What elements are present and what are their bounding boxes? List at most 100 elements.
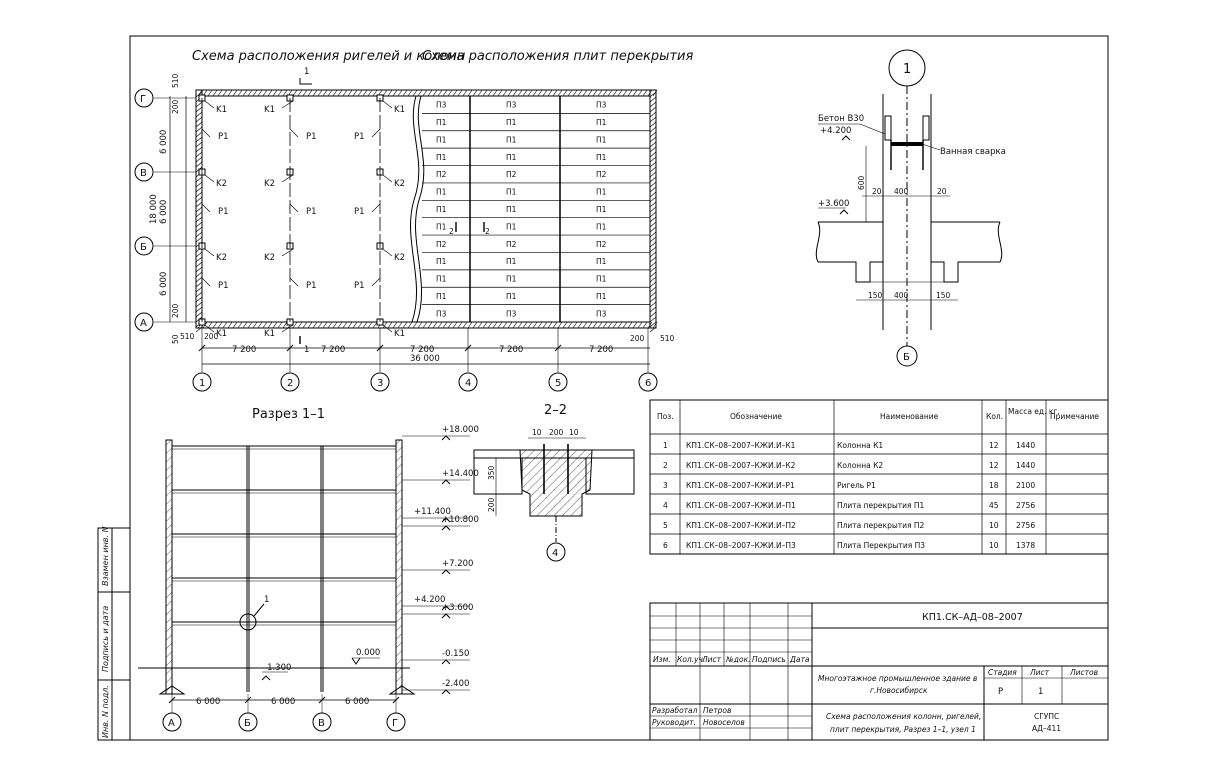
stamp-org-2: АД–411 xyxy=(1032,724,1061,733)
section-1-1-title: Разрез 1–1 xyxy=(252,407,325,422)
spec-h-code: Обозначение xyxy=(730,412,782,421)
beam-label: P1 xyxy=(218,207,229,217)
spec-name: Колонна К2 xyxy=(837,461,883,470)
stamp-developed: Разработал xyxy=(652,706,698,715)
s22-dim-10a: 10 xyxy=(532,428,542,437)
slab-label: П1 xyxy=(436,135,447,144)
node-1-title: 1 xyxy=(903,62,911,77)
slab-label: П1 xyxy=(596,135,607,144)
stamp-building-2: г.Новосибирск xyxy=(870,686,928,695)
dim-50-left: 50 xyxy=(171,334,180,344)
spec-mass: 2756 xyxy=(1016,501,1035,510)
col-spacing-dim: 7 200 xyxy=(232,345,256,355)
stamp-col-header: Кол.уч. xyxy=(677,655,705,664)
stamp-sheet: 1 xyxy=(1038,687,1043,697)
slab-cut-mark: 2 xyxy=(485,227,490,236)
dim-200-left-bottom: 200 xyxy=(204,332,219,341)
stamp-col-header: Дата xyxy=(789,655,810,664)
node-dim-20b: 20 xyxy=(937,187,947,196)
column-label: K2 xyxy=(216,253,227,263)
stamp-sheet-title-1: Схема расположения колонн, ригелей, xyxy=(826,712,981,721)
beam-label: P1 xyxy=(306,281,317,291)
beam-label: P1 xyxy=(218,132,229,142)
dim-510-top: 510 xyxy=(171,73,180,88)
row-dim-2: 6 000 xyxy=(159,200,169,224)
slab-label: П1 xyxy=(506,118,517,127)
slab-label: П2 xyxy=(506,170,517,179)
col-spacing-dim: 7 200 xyxy=(410,345,434,355)
slab-label: П1 xyxy=(506,275,517,284)
cut-mark-top: 1 xyxy=(304,67,309,77)
spec-code: КП1.СК–08–2007–КЖИ.И–К1 xyxy=(686,441,796,450)
column-label: K1 xyxy=(264,105,275,115)
spec-pos: 3 xyxy=(663,481,668,490)
s22-dim-350: 350 xyxy=(487,465,496,480)
section-axis-bubble xyxy=(238,712,258,732)
spec-mass: 1440 xyxy=(1016,441,1035,450)
slab-label: П2 xyxy=(596,170,607,179)
dim-200-bottom: 200 xyxy=(171,303,180,318)
node-dim-150a: 150 xyxy=(868,291,883,300)
spec-pos: 2 xyxy=(663,461,668,470)
slab-label: П1 xyxy=(596,188,607,197)
column-label: K1 xyxy=(394,105,405,115)
section-axis-label: А xyxy=(168,718,175,729)
col-axis-bubble xyxy=(280,372,300,392)
col-axis-bubble xyxy=(370,372,390,392)
spec-h-qty: Кол. xyxy=(986,412,1003,421)
section-axis-label: В xyxy=(318,718,325,729)
total-length-dim: 36 000 xyxy=(410,354,440,364)
spec-pos: 1 xyxy=(663,441,668,450)
spec-pos: 6 xyxy=(663,541,668,550)
section-elevation: -0.150 xyxy=(442,649,469,659)
slab-cut-mark: 2 xyxy=(449,227,454,236)
column-label: K1 xyxy=(216,329,227,339)
slab-label: П1 xyxy=(596,257,607,266)
spec-mass: 1378 xyxy=(1016,541,1035,550)
node-dim-20a: 20 xyxy=(872,187,882,196)
col-axis-bubble xyxy=(192,372,212,392)
section-elevation: +3.600 xyxy=(442,603,473,613)
node-dim-150b: 150 xyxy=(936,291,951,300)
spec-code: КП1.СК–08–2007–КЖИ.И–К2 xyxy=(686,461,796,470)
col-spacing-dim: 7 200 xyxy=(321,345,345,355)
right-wall xyxy=(395,439,403,695)
slab-label: П3 xyxy=(436,101,447,110)
column-label: K2 xyxy=(264,253,275,263)
node-dim-600: 600 xyxy=(857,175,866,190)
s22-dim-200: 200 xyxy=(549,428,564,437)
sidebar-sign-date: Подпись и дата xyxy=(101,606,110,672)
column-label: K2 xyxy=(394,253,405,263)
stamp-col-header: Лист xyxy=(701,655,722,664)
section-elevation: +4.200 xyxy=(414,595,445,605)
spec-h-pos: Поз. xyxy=(657,412,674,421)
foundation-elevation: -1.300 xyxy=(264,663,291,673)
spec-qty: 12 xyxy=(989,461,999,470)
slab-label: П1 xyxy=(436,153,447,162)
node-concrete: Бетон B30 xyxy=(818,114,864,124)
section-spacing-dim: 6 000 xyxy=(196,697,220,707)
beam-label: P1 xyxy=(354,132,365,142)
col-axis-label: 5 xyxy=(555,378,561,389)
col-axis-label: 2 xyxy=(287,378,293,389)
node-axis: Б xyxy=(903,352,910,363)
section-axis-bubble xyxy=(312,712,332,732)
beams-columns-plan-title: Схема расположения ригелей и колонн xyxy=(192,49,466,64)
slab-label: П1 xyxy=(436,205,447,214)
stamp-sheet-h: Лист xyxy=(1029,668,1050,677)
node-dim-400b: 400 xyxy=(894,291,909,300)
dim-200-top: 200 xyxy=(171,99,180,114)
beam-label: P1 xyxy=(306,132,317,142)
section-axis-label: Г xyxy=(392,718,398,729)
node-weld: Ванная сварка xyxy=(940,147,1006,157)
sidebar-inv-orig: Инв. N подл. xyxy=(101,685,110,738)
spec-name: Колонна К1 xyxy=(837,441,883,450)
section-elevation: +18.000 xyxy=(442,425,479,435)
spec-pos: 5 xyxy=(663,521,668,530)
dim-510-left: 510 xyxy=(180,332,195,341)
dim-200-right: 200 xyxy=(630,334,645,343)
col-axis-label: 4 xyxy=(465,378,471,389)
slab-label: П2 xyxy=(436,240,447,249)
section-2-2: 10 200 10 350 200 4 xyxy=(473,428,635,562)
